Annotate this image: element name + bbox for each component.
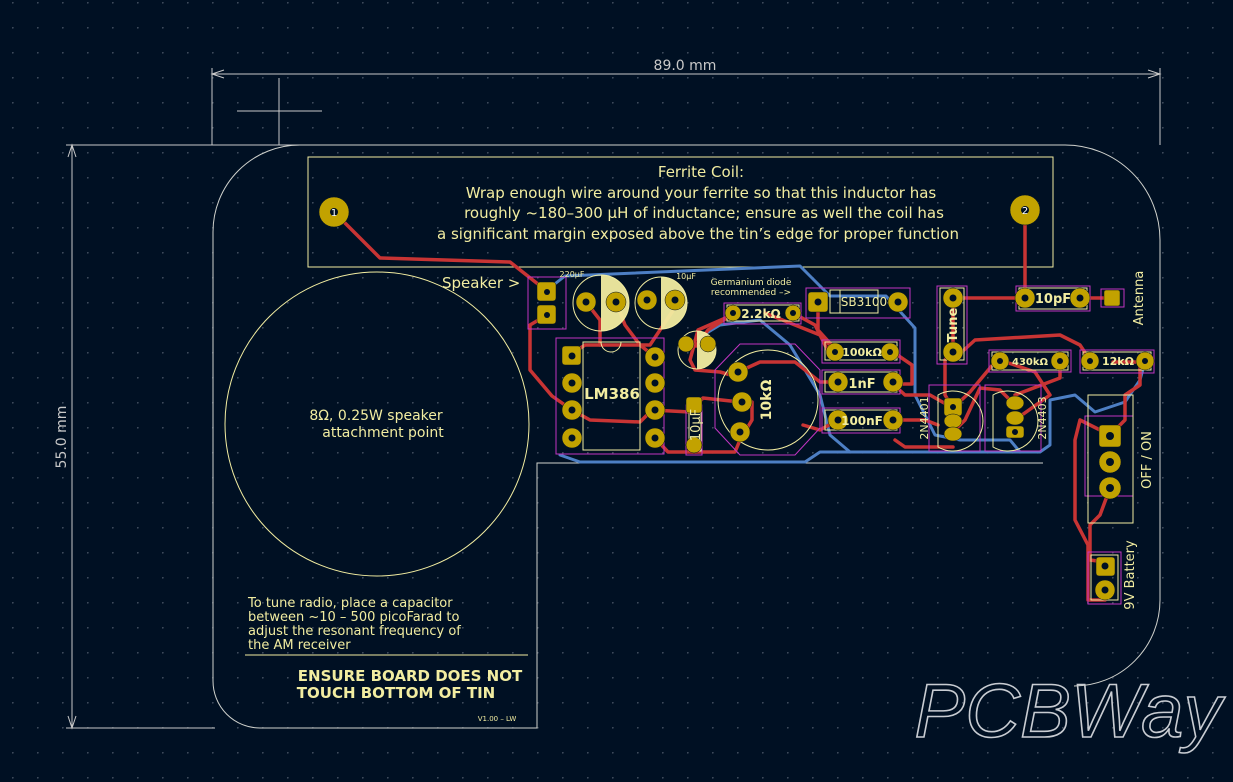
coil-pad-2-number: 2 <box>1022 206 1028 217</box>
antenna-label: Antenna <box>1132 271 1147 326</box>
cap-10uf-side-label: 10µF <box>689 409 704 441</box>
origin-crosshair <box>237 78 322 145</box>
germanium-note-2: recommended –> <box>711 288 791 298</box>
switch-label: OFF / ON <box>1140 431 1155 489</box>
speaker-attachment-note: attachment point <box>322 425 444 441</box>
speaker-outline <box>224 271 530 577</box>
battery-label: 9V Battery <box>1123 540 1138 610</box>
ic-label: LM386 <box>584 385 640 403</box>
tune-label: Tune <box>946 307 961 342</box>
res-430k-label: 430kΩ <box>1012 357 1049 368</box>
ferrite-line-1: Wrap enough wire around your ferrite so … <box>466 184 937 202</box>
ferrite-line-2: roughly ~180–300 µH of inductance; ensur… <box>464 204 944 222</box>
pcbway-watermark: PCBWay <box>915 669 1226 754</box>
tune-note-1: To tune radio, place a capacitor <box>247 596 453 611</box>
germanium-note-1: Germanium diode <box>711 278 792 288</box>
speaker-label: Speaker > <box>442 274 520 292</box>
component-courtyards <box>527 276 1155 605</box>
pot-label: 10kΩ <box>759 380 775 421</box>
tune-note-4: the AM receiver <box>248 638 351 653</box>
speaker-rating: 8Ω, 0.25W speaker <box>309 408 443 424</box>
warning-line-1: ENSURE BOARD DOES NOT <box>298 667 523 685</box>
transistor-2-label: 2N4403 <box>1036 396 1049 439</box>
board-outline <box>212 144 1161 729</box>
height-dimension <box>66 143 300 730</box>
coil-pad-1-number: 1 <box>331 208 337 219</box>
cap-100nf-label: 100nF <box>841 414 883 428</box>
width-dimension <box>210 68 1162 145</box>
res-12k-label: 12kΩ <box>1102 355 1135 368</box>
cap-10uf-top-label: 10µF <box>676 272 696 281</box>
cap-1nf-label: 1nF <box>848 377 875 392</box>
res-2k2-label: 2.2kΩ <box>741 307 780 321</box>
width-dimension-label: 89.0 mm <box>654 58 717 74</box>
version-label: V1.00 – LW <box>478 715 517 723</box>
res-100k-label: 100kΩ <box>842 346 882 359</box>
tune-note-3: adjust the resonant frequency of <box>248 624 461 639</box>
cap-220uf-label: 220µF <box>560 270 585 279</box>
warning-line-2: TOUCH BOTTOM OF TIN <box>297 684 495 702</box>
transistor-1-label: 2N4401 <box>918 396 931 439</box>
ferrite-note-box <box>307 156 1054 268</box>
height-dimension-label: 55.0 mm <box>54 406 70 469</box>
cap-10pf-label: 10pF <box>1035 292 1071 307</box>
pad-holes <box>330 206 1148 594</box>
tune-note-2: between ~10 – 500 picoFarad to <box>248 610 459 625</box>
diode-label: SB3100 <box>841 295 887 309</box>
ferrite-title: Ferrite Coil: <box>658 163 744 181</box>
ferrite-line-3: a significant margin exposed above the t… <box>437 225 959 243</box>
